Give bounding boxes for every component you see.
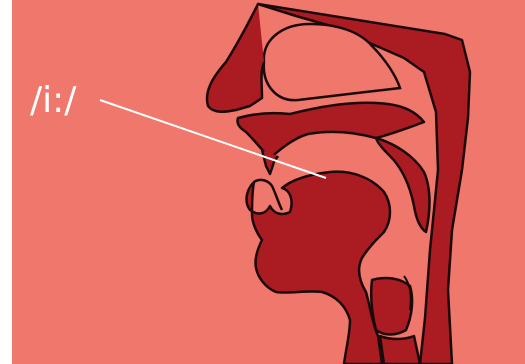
trachea [380, 336, 420, 364]
vowel-label: /i:/ [30, 80, 77, 121]
larynx [371, 278, 412, 335]
